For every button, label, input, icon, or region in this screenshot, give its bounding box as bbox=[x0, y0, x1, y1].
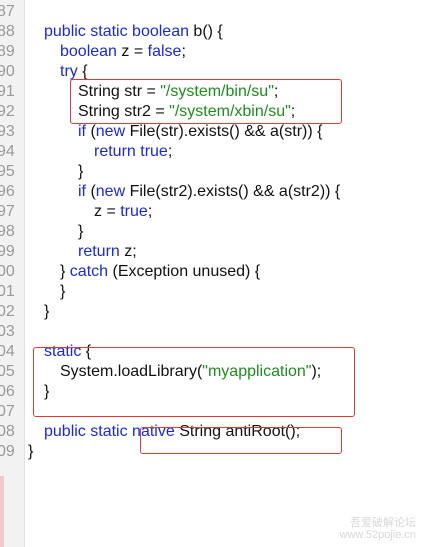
code-keyword: boolean bbox=[60, 43, 117, 60]
code-text: String antiRoot(); bbox=[174, 423, 301, 440]
code-keyword: return true bbox=[94, 143, 168, 160]
code-text: } bbox=[44, 303, 50, 320]
code-keyword: native bbox=[132, 423, 175, 440]
code-line[interactable]: } bbox=[28, 442, 33, 462]
code-line[interactable]: } bbox=[44, 302, 49, 322]
code-text: ; bbox=[273, 83, 279, 100]
code-line[interactable]: try { bbox=[60, 62, 88, 82]
code-text: ; bbox=[147, 203, 153, 220]
code-text: z = bbox=[94, 203, 121, 220]
line-number: 05 bbox=[0, 363, 15, 380]
watermark: 吾爱破解论坛 www.52pojie.cn bbox=[340, 517, 416, 541]
code-line[interactable]: if (new File(str).exists() && a(str)) { bbox=[78, 122, 322, 142]
code-text: { bbox=[77, 63, 88, 80]
watermark-url: www.52pojie.cn bbox=[339, 529, 416, 541]
line-number: 04 bbox=[0, 343, 15, 360]
line-number: 02 bbox=[0, 303, 15, 320]
line-number: 01 bbox=[0, 283, 15, 300]
code-text: ( bbox=[86, 183, 96, 200]
line-number: 98 bbox=[0, 223, 15, 240]
line-number: 08 bbox=[0, 423, 15, 440]
code-text: ); bbox=[311, 363, 322, 380]
code-line[interactable]: } bbox=[60, 282, 65, 302]
code-string: "/system/bin/su" bbox=[160, 83, 274, 100]
line-number: 00 bbox=[0, 263, 15, 280]
line-number: 93 bbox=[0, 123, 15, 140]
code-keyword: new bbox=[95, 183, 126, 200]
code-text: } bbox=[60, 283, 66, 300]
code-text: (Exception unused) { bbox=[108, 263, 261, 280]
code-keyword: if bbox=[78, 123, 86, 140]
line-number: 90 bbox=[0, 63, 15, 80]
code-line[interactable]: z = true; bbox=[94, 202, 152, 222]
code-line[interactable]: } bbox=[78, 162, 83, 182]
line-number: 87 bbox=[0, 3, 15, 20]
line-number: 95 bbox=[0, 163, 15, 180]
code-text: z; bbox=[119, 243, 137, 260]
code-string: "myapplication" bbox=[202, 363, 312, 380]
code-keyword: if bbox=[78, 183, 86, 200]
code-text: String str = bbox=[78, 83, 161, 100]
code-text: System.loadLibrary( bbox=[60, 363, 203, 380]
code-text: } bbox=[78, 163, 84, 180]
code-line[interactable]: public static boolean b() { bbox=[44, 22, 223, 42]
line-number: 88 bbox=[0, 23, 15, 40]
code-text: { bbox=[81, 343, 92, 360]
code-text: ; bbox=[290, 103, 296, 120]
code-keyword: try bbox=[60, 63, 78, 80]
code-line[interactable]: } catch (Exception unused) { bbox=[60, 262, 260, 282]
line-number: 91 bbox=[0, 83, 15, 100]
code-keyword: public static boolean bbox=[44, 23, 189, 40]
line-number: 99 bbox=[0, 243, 15, 260]
code-keyword: catch bbox=[69, 263, 109, 280]
code-line[interactable]: static { bbox=[44, 342, 91, 362]
line-number: 03 bbox=[0, 323, 15, 340]
line-number: 07 bbox=[0, 403, 15, 420]
watermark-title: 吾爱破解论坛 bbox=[350, 517, 416, 529]
code-keyword: public static bbox=[44, 423, 128, 440]
code-keyword: new bbox=[95, 123, 126, 140]
line-number: 89 bbox=[0, 43, 15, 60]
code-text: b() { bbox=[188, 23, 223, 40]
code-text: } bbox=[28, 443, 34, 460]
line-number: 09 bbox=[0, 443, 15, 460]
code-keyword: true bbox=[120, 203, 148, 220]
code-keyword: false bbox=[147, 43, 182, 60]
code-line[interactable]: if (new File(str2).exists() && a(str2)) … bbox=[78, 182, 340, 202]
code-text: } bbox=[44, 383, 50, 400]
code-text: File(str).exists() && a(str)) { bbox=[125, 123, 323, 140]
line-number-gutter bbox=[0, 0, 25, 547]
code-line[interactable]: boolean z = false; bbox=[60, 42, 186, 62]
code-line[interactable]: return true; bbox=[94, 142, 172, 162]
code-line[interactable]: } bbox=[44, 382, 49, 402]
code-string: "/system/xbin/su" bbox=[169, 103, 291, 120]
code-line[interactable]: } bbox=[78, 222, 83, 242]
code-text: z = bbox=[116, 43, 148, 60]
line-number: 94 bbox=[0, 143, 15, 160]
line-number: 97 bbox=[0, 203, 15, 220]
code-text: String str2 = bbox=[78, 103, 170, 120]
gutter-accent-bar bbox=[0, 476, 4, 547]
line-number: 96 bbox=[0, 183, 15, 200]
code-line[interactable]: System.loadLibrary("myapplication"); bbox=[60, 362, 321, 382]
code-line[interactable]: String str = "/system/bin/su"; bbox=[78, 82, 278, 102]
code-line[interactable]: String str2 = "/system/xbin/su"; bbox=[78, 102, 295, 122]
code-text: File(str2).exists() && a(str2)) { bbox=[125, 183, 341, 200]
code-line[interactable]: return z; bbox=[78, 242, 137, 262]
code-line[interactable]: public static native String antiRoot(); bbox=[44, 422, 300, 442]
code-text: ; bbox=[167, 143, 173, 160]
code-text: ; bbox=[181, 43, 186, 60]
line-number: 06 bbox=[0, 383, 15, 400]
code-text: ( bbox=[86, 123, 96, 140]
line-number: 92 bbox=[0, 103, 15, 120]
code-text: } bbox=[78, 223, 84, 240]
code-keyword: return bbox=[78, 243, 120, 260]
code-keyword: static bbox=[44, 343, 82, 360]
code-text: } bbox=[60, 263, 70, 280]
